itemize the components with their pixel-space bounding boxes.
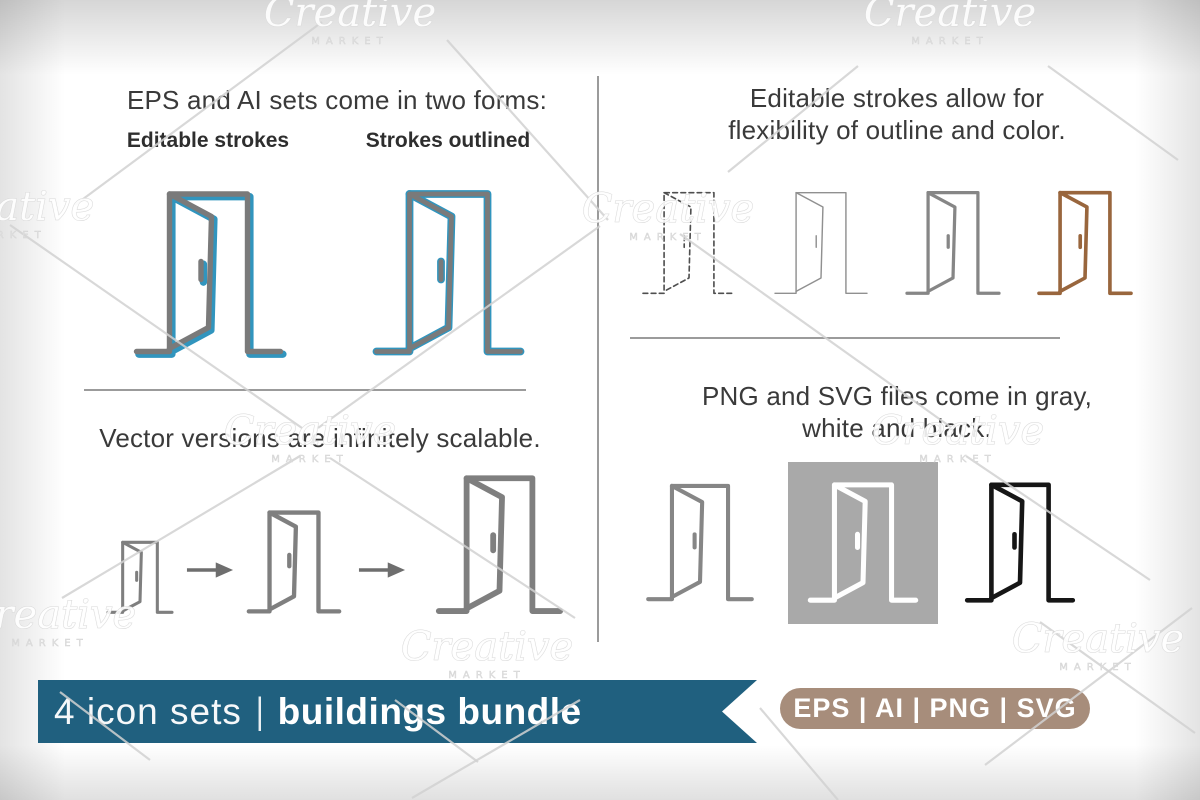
svg-text:MARKET: MARKET [911,36,988,47]
open-door-icon-editable-strokes [132,182,285,362]
svg-text:MARKET: MARKET [0,230,47,241]
right-arrow-icon [358,562,406,578]
open-door-icon-gray [645,477,755,607]
svg-text:MARKET: MARKET [1059,662,1136,673]
open-door-icon-small [106,537,174,617]
open-door-icon-black [963,476,1077,608]
product-name: buildings bundle [277,690,582,732]
top-right-heading: Editable strokes allow for flexibility o… [728,83,1066,145]
svg-text:Creative: Creative [264,0,436,36]
svg-text:Creative: Creative [1012,616,1184,662]
open-door-icon-medium [246,505,342,618]
file-formats-text: EPS | AI | PNG | SVG [793,693,1077,723]
svg-text:Creative: Creative [864,0,1036,36]
open-door-icon-thin-stroke [772,185,870,300]
svg-text:MARKET: MARKET [311,36,388,47]
gray-background-tile [788,462,938,624]
icon-set-count: 4 icon sets [54,690,242,732]
open-door-icon-brown [1036,185,1134,300]
svg-text:MARKET: MARKET [448,670,525,681]
bottom-left-heading: Vector versions are infinitely scalable. [99,423,541,453]
open-door-icon-large [435,468,564,620]
open-door-icon-dashed [640,185,738,300]
divider-vertical [597,76,599,642]
svg-text:Creative: Creative [401,624,573,670]
right-arrow-icon [186,562,234,578]
bottom-right-heading: PNG and SVG files come in gray, white an… [701,381,1093,443]
open-door-icon-strokes-outlined [372,182,525,362]
label-strokes-outlined: Strokes outlined [365,129,531,152]
svg-text:MARKET: MARKET [11,638,88,649]
ribbon-separator: | [255,690,264,732]
open-door-icon-white [807,476,919,608]
label-editable-strokes: Editable strokes [126,129,290,152]
svg-text:MARKET: MARKET [271,454,348,465]
open-door-icon-medium-stroke [904,185,1002,300]
divider-right-horizontal [630,337,1060,339]
svg-text:Creative: Creative [0,184,94,230]
top-left-heading: EPS and AI sets come in two forms: [126,85,548,115]
product-title-ribbon: 4 icon sets | buildings bundle [38,680,757,743]
file-formats-badge: EPS | AI | PNG | SVG [780,688,1090,729]
divider-left-horizontal [84,389,526,391]
